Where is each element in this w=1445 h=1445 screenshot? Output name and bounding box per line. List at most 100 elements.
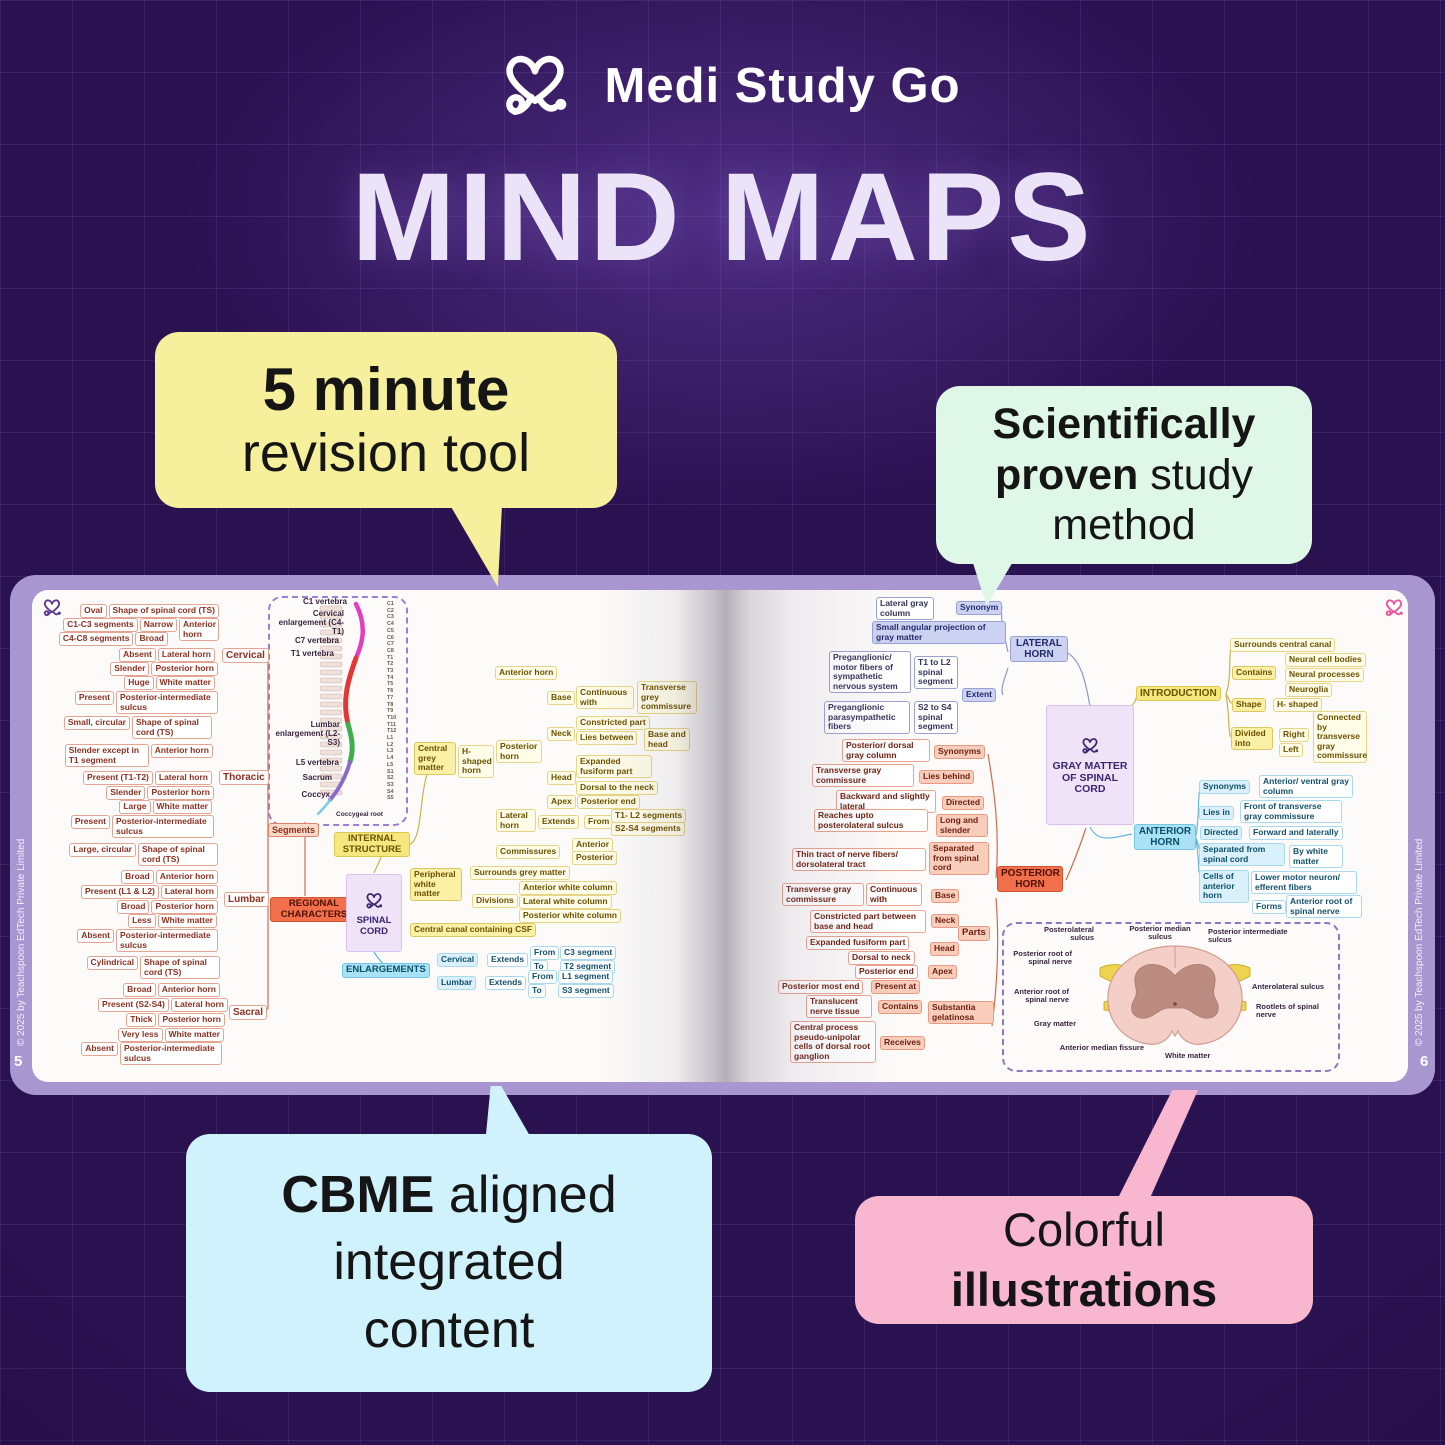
mindmap-node: REGIONAL CHARACTERS [270, 897, 358, 923]
mindmap-node: L5 vertebra [295, 758, 339, 767]
spine-segment-label: S3 [387, 781, 394, 788]
mindmap-node: S3 segment [558, 984, 614, 998]
heart-stethoscope-icon [505, 55, 566, 115]
mindmap-node: Lateral horn [496, 809, 536, 833]
callout-line: Colorful [1003, 1202, 1165, 1256]
mindmap-node: S2 to S4 spinal segment [914, 701, 958, 734]
brand-name: Medi Study Go [604, 59, 961, 113]
mindmap-node: Slender except in T1 segment [64, 744, 149, 768]
mindmap-node: To [528, 984, 546, 998]
mindmap-node: Transverse gray commissure [782, 883, 864, 907]
mindmap-node: Posterior horn [151, 900, 218, 914]
callout-line: illustrations [950, 1263, 1218, 1316]
mindmap-node: Cervical [437, 953, 479, 967]
spine-segment-label: L5 [387, 761, 394, 768]
mindmap-node: Slender [110, 662, 150, 676]
mindmap-node: Neuroglia [1285, 683, 1333, 697]
mindmap-node: Parts [958, 926, 990, 941]
page-number-right: 6 [1420, 1053, 1429, 1070]
spine-segment-label: C2 [387, 607, 394, 614]
mindmap-node: From [528, 970, 558, 984]
mindmap-node: ANTERIOR HORN [1134, 824, 1196, 851]
mindmap-node: Large, circular [69, 843, 136, 857]
mindmap-node: Posterior end [577, 795, 640, 809]
mindmap-node: Synonyms [1199, 780, 1250, 794]
mindmap-node: S2-S4 segments [611, 822, 685, 836]
mindmap-node: Absent [81, 1042, 118, 1056]
mindmap-node: Extends [487, 953, 529, 967]
mindmap-node: Broad [123, 983, 156, 997]
vertebral-column-illustration [316, 601, 365, 816]
mindmap-node: Cells of anterior horn [1199, 870, 1249, 903]
spine-segment-label: T6 [387, 688, 394, 695]
mindmap-node: Oval [80, 604, 107, 618]
mindmap-node: Anterior root of spinal nerve [1286, 895, 1362, 919]
spine-segment-label: T3 [387, 668, 394, 675]
mindmap-node: Posterior white column [519, 909, 621, 923]
mindmap-node: Shape of spinal cord (TS) [138, 843, 218, 867]
spine-segment-label: T5 [387, 681, 394, 688]
mindmap-node: Slender [106, 786, 146, 800]
mindmap-node: T1 to L2 spinal segment [914, 656, 958, 689]
mindmap-node: Receives [880, 1036, 925, 1050]
heart-stethoscope-icon [1385, 599, 1403, 617]
cross-section-frame [1002, 922, 1340, 1072]
mindmap-node: Central canal containing CSF [410, 923, 537, 937]
mindmap-node: Present (T1-T2) [83, 771, 153, 785]
mindmap-node: Transverse gray commissure [812, 764, 914, 788]
page-logo-icon-right [1380, 595, 1408, 621]
mindmap-node: Divided into [1231, 727, 1273, 751]
mindmap-node: Posterolateral sulcus [1043, 925, 1094, 943]
spine-segment-label: L2 [387, 741, 394, 748]
spine-segment-label: L1 [387, 735, 394, 742]
mindmap-node: Lateral horn [154, 771, 212, 785]
mindmap-node: Dorsal to the neck [576, 781, 658, 795]
spine-segment-label: T10 [387, 714, 397, 721]
spine-segment-label: S2 [387, 775, 394, 782]
callout-line: method [1052, 501, 1196, 550]
mindmap-node: Expanded fusiform part [806, 936, 910, 950]
mindmap-node: Coccygeal root [336, 811, 383, 818]
mindmap-node: Posterior-intermediate sulcus [116, 929, 218, 953]
mindmap-node: Present [74, 691, 114, 705]
spine-segment-label: C1 [387, 601, 394, 607]
mindmap-node: Apex [928, 965, 957, 979]
mindmap-node: H- shaped horn [458, 745, 494, 778]
mindmap-node: Extent [962, 688, 996, 702]
mindmap-node: Thick [126, 1013, 157, 1027]
mindmap-node: T1- L2 segments [611, 809, 687, 823]
mindmap-node: POSTERIOR HORN [997, 866, 1063, 893]
spine-segment-label: T9 [387, 708, 394, 715]
spine-segment-label: T12 [387, 728, 397, 735]
mindmap-node: Cervical [222, 648, 269, 664]
mindmap-node: Apex [547, 795, 576, 809]
mindmap-node: Separated from spinal cord [1199, 843, 1285, 867]
mindmap-node: Small, circular [63, 716, 130, 730]
mindmap-node: Lateral white column [519, 895, 612, 909]
mindmap-node: Neck [931, 914, 960, 928]
mindmap-node: Shape [1232, 698, 1266, 712]
callout-line: content [363, 1300, 535, 1359]
mindmap-node: Continuous with [576, 686, 634, 710]
mindmap-node: Present [70, 815, 110, 829]
mindmap-node: Sacrum [302, 773, 332, 782]
mindmap-node: Contains [878, 1000, 923, 1014]
mindmap-node: Posterior horn [147, 786, 214, 800]
mindmap-node: Anterior horn [150, 744, 213, 758]
mindmap-node: Front of transverse gray commissure [1240, 800, 1342, 824]
mindmap-node: SPINAL CORD [346, 874, 402, 952]
mindmap-node: Posterior horn [158, 1013, 225, 1027]
mindmap-node: Continuous with [866, 883, 922, 907]
spinal-cord-cross-section [1099, 945, 1251, 1045]
spine-segment-label: C3 [387, 614, 394, 621]
